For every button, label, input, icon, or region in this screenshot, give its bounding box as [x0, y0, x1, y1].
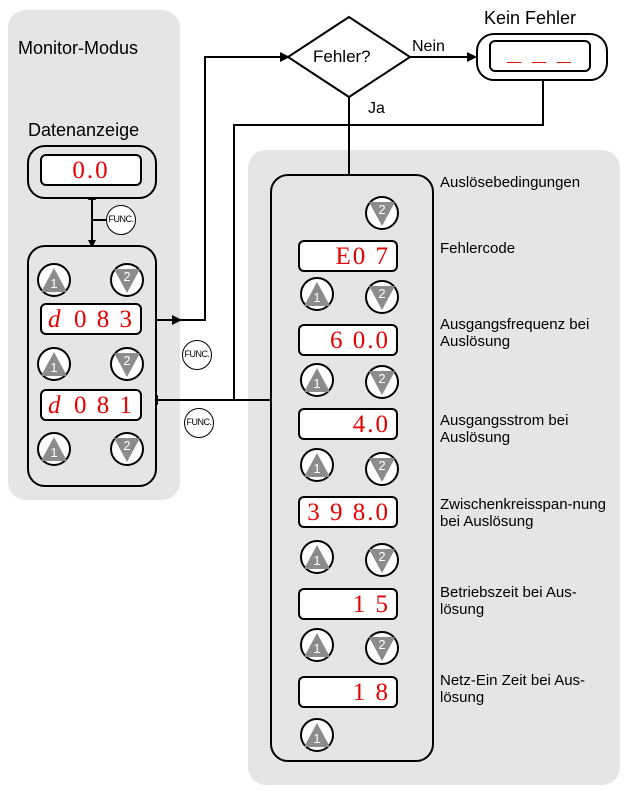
key-number: 1 — [50, 360, 58, 375]
up-key[interactable]: 1 — [300, 540, 334, 574]
key-number: 2 — [123, 269, 131, 284]
key-number: 1 — [313, 641, 321, 656]
down-key[interactable]: 2 — [365, 280, 399, 314]
triangle-down-icon — [369, 202, 395, 226]
func-button[interactable]: FUNC. — [106, 205, 136, 235]
triangle-up-icon — [304, 368, 330, 392]
trip-condition-label: Betriebszeit bei Aus-lösung — [440, 584, 577, 618]
triangle-up-icon — [304, 723, 330, 747]
decision-yes-label: Ja — [368, 100, 385, 117]
triangle-up-icon — [41, 352, 67, 376]
trip-display-value: 6 0.0 — [330, 327, 390, 354]
decision-diamond — [286, 15, 412, 99]
trip-display-value: 1 8 — [352, 679, 390, 706]
func-label: FUNC. — [186, 417, 213, 427]
key-number: 1 — [313, 376, 321, 391]
key-number: 2 — [378, 286, 386, 301]
trip-display: 4.0 — [298, 408, 398, 440]
triangle-down-icon — [369, 458, 395, 482]
up-key[interactable]: 1 — [300, 628, 334, 662]
trip-conditions-title: Auslösebedingungen — [440, 174, 581, 191]
monitor-display-d081: d 0 8 1 — [40, 389, 142, 421]
triangle-down-icon — [369, 371, 395, 395]
down-key[interactable]: 2 — [365, 365, 399, 399]
trip-condition-label: Ausgangsstrom bei Auslösung — [440, 412, 569, 446]
up-key[interactable]: 1 — [37, 347, 71, 381]
key-number: 1 — [50, 445, 58, 460]
up-key[interactable]: 1 — [300, 363, 334, 397]
display-value: 0 8 3 — [74, 306, 134, 333]
triangle-up-icon — [304, 453, 330, 477]
up-key[interactable]: 1 — [37, 432, 71, 466]
key-number: 1 — [313, 553, 321, 568]
decision-question: Fehler? — [313, 47, 371, 66]
trip-display-value: 1 5 — [352, 591, 390, 618]
func-button[interactable]: FUNC. — [184, 408, 214, 438]
down-key[interactable]: 2 — [110, 263, 144, 297]
data-display-value: 0.0 — [72, 157, 110, 184]
up-key[interactable]: 1 — [300, 718, 334, 752]
trip-display: 1 8 — [298, 676, 398, 708]
trip-condition-label: Zwischenkreisspan-nung bei Auslösung — [440, 496, 606, 530]
trip-display: 3 9 8.0 — [298, 496, 398, 528]
triangle-up-icon — [304, 545, 330, 569]
triangle-up-icon — [41, 437, 67, 461]
func-label: FUNC. — [108, 214, 135, 224]
triangle-up-icon — [304, 282, 330, 306]
no-error-value: _ _ _ — [507, 38, 573, 66]
trip-condition-label: Fehlercode — [440, 240, 516, 257]
decision-no-label: Nein — [412, 38, 445, 55]
down-key[interactable]: 2 — [110, 347, 144, 381]
func-button[interactable]: FUNC. — [182, 340, 212, 370]
data-display: 0.0 — [40, 154, 142, 186]
trip-display: E0 7 — [298, 240, 398, 272]
down-key[interactable]: 2 — [365, 452, 399, 486]
triangle-down-icon — [369, 549, 395, 573]
key-number: 2 — [378, 458, 386, 473]
func-label: FUNC. — [184, 349, 211, 359]
down-key[interactable]: 2 — [365, 631, 399, 665]
trip-display: 1 5 — [298, 588, 398, 620]
key-number: 1 — [50, 276, 58, 291]
display-value: 0 8 1 — [74, 392, 134, 419]
key-number: 1 — [313, 731, 321, 746]
trip-display-value: E0 7 — [335, 243, 390, 270]
triangle-up-icon — [304, 633, 330, 657]
display-prefix: d — [48, 306, 61, 333]
display-prefix: d — [48, 392, 61, 419]
up-key[interactable]: 1 — [37, 263, 71, 297]
no-error-label: Kein Fehler — [484, 8, 577, 28]
key-number: 2 — [123, 353, 131, 368]
trip-display: 6 0.0 — [298, 324, 398, 356]
triangle-down-icon — [114, 438, 140, 462]
trip-condition-label: Netz-Ein Zeit bei Aus-lösung — [440, 672, 586, 706]
triangle-down-icon — [114, 269, 140, 293]
triangle-down-icon — [369, 637, 395, 661]
monitor-mode-title: Monitor-Modus — [18, 38, 139, 58]
up-key[interactable]: 1 — [300, 277, 334, 311]
up-key[interactable]: 1 — [300, 448, 334, 482]
data-display-label: Datenanzeige — [28, 120, 140, 140]
trip-list-frame — [270, 174, 434, 762]
trip-condition-label: Ausgangsfrequenz bei Auslösung — [440, 316, 590, 350]
key-number: 2 — [378, 549, 386, 564]
trip-display-value: 3 9 8.0 — [307, 499, 390, 526]
key-number: 2 — [123, 438, 131, 453]
key-number: 2 — [378, 637, 386, 652]
key-number: 1 — [313, 461, 321, 476]
monitor-display-d083: d 0 8 3 — [40, 303, 142, 335]
down-key[interactable]: 2 — [110, 432, 144, 466]
trip-display-value: 4.0 — [352, 411, 390, 438]
triangle-down-icon — [114, 353, 140, 377]
key-number: 2 — [378, 202, 386, 217]
down-key[interactable]: 2 — [365, 196, 399, 230]
key-number: 2 — [378, 371, 386, 386]
key-number: 1 — [313, 290, 321, 305]
triangle-down-icon — [369, 286, 395, 310]
down-key[interactable]: 2 — [365, 543, 399, 577]
no-error-display: _ _ _ — [489, 38, 591, 72]
triangle-up-icon — [41, 268, 67, 292]
